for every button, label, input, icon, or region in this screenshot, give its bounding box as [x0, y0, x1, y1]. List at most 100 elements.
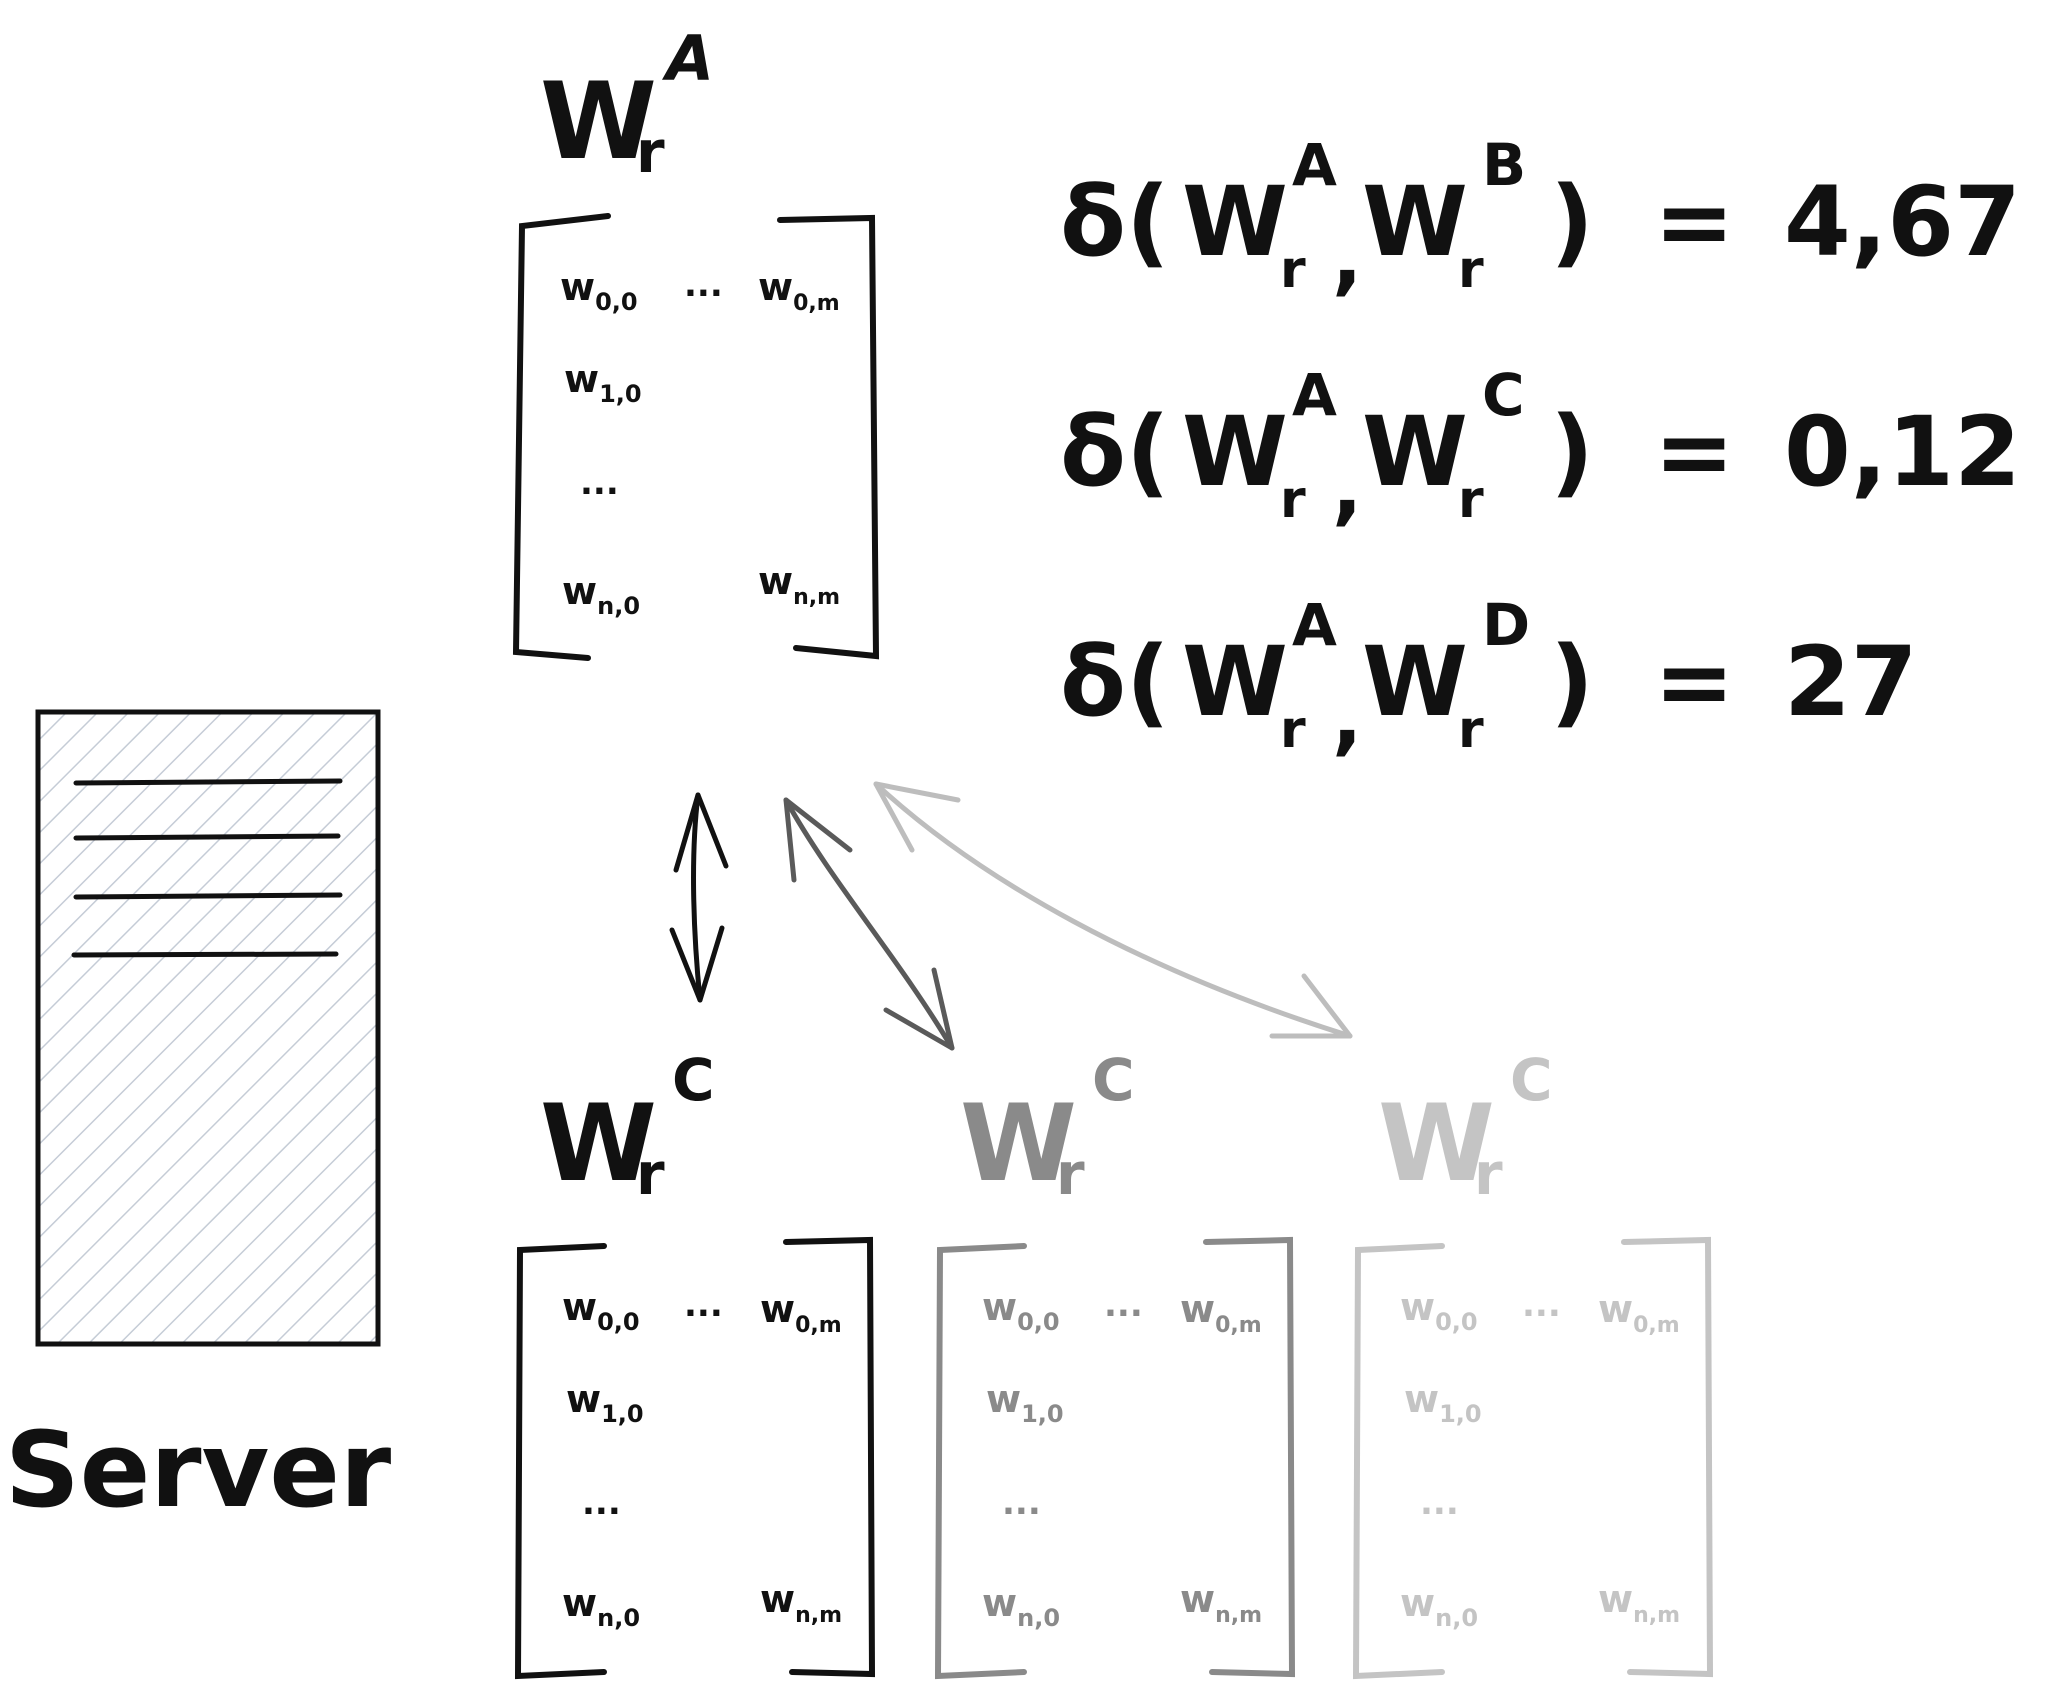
matrix-superscript: C — [672, 1046, 715, 1114]
matrix-symbol: W — [960, 1082, 1077, 1205]
top-matrix-cells: w0,0 ... w0,m w1,0 ... wn,0 wn,m — [560, 265, 840, 620]
matrix-superscript: C — [1510, 1046, 1553, 1114]
bottom-matrix-title: WrC — [960, 1046, 1135, 1208]
double-arrow-icon — [873, 781, 1353, 1039]
w1-subscript: r — [1280, 240, 1306, 300]
w1-symbol: W — [1182, 396, 1288, 508]
cell-dots: ... — [1002, 1483, 1041, 1523]
top-matrix-title: W r A — [540, 22, 714, 186]
matrix-superscript: C — [1092, 1046, 1135, 1114]
matrix-subscript: r — [1056, 1140, 1085, 1208]
double-arrow-icon — [669, 792, 729, 1003]
cell-w-0-0: w0,0 — [560, 265, 638, 316]
cell-dots: ... — [1104, 1285, 1143, 1325]
comma: , — [1332, 211, 1362, 304]
cell-w-n-0: wn,0 — [1400, 1581, 1478, 1632]
cell-w-0-m: w0,m — [760, 1287, 842, 1338]
cell-dots: ... — [1420, 1483, 1459, 1523]
close-paren: ) — [1550, 396, 1594, 508]
server-label: Server — [5, 1409, 391, 1531]
distance-value: 0,12 — [1784, 396, 2021, 508]
cell-w-1-0: w1,0 — [564, 357, 642, 408]
cell-w-0-m: w0,m — [1598, 1287, 1680, 1338]
bottom-matrix-title: WrC — [1378, 1046, 1553, 1208]
server-line-3 — [73, 892, 343, 900]
w2-superscript: D — [1482, 591, 1530, 659]
bottom-matrix-title: WrC — [540, 1046, 715, 1208]
matrix-subscript: r — [1474, 1140, 1503, 1208]
w2-subscript: r — [1458, 700, 1484, 760]
w1-symbol: W — [1182, 166, 1288, 278]
matrix-subscript: r — [636, 1140, 665, 1208]
comma: , — [1332, 441, 1362, 534]
cell-w-0-m: w0,m — [1180, 1287, 1262, 1338]
bottom-matrix-bracket — [514, 1236, 876, 1680]
cell-dots: ... — [582, 1483, 621, 1523]
bottom-matrix-bracket — [1352, 1236, 1714, 1680]
delta-prefix: δ( — [1060, 396, 1170, 508]
cell-w-n-m: wn,m — [1180, 1577, 1262, 1628]
distance-value: 27 — [1784, 626, 1918, 738]
matrix-symbol: W — [540, 60, 657, 183]
server-line-1 — [73, 778, 343, 786]
cell-w-1-0: w1,0 — [566, 1377, 644, 1428]
cell-w-n-0: wn,0 — [562, 1581, 640, 1632]
equals-sign: = — [1654, 626, 1734, 738]
server-box — [35, 709, 381, 1347]
w1-superscript: A — [1292, 361, 1337, 429]
cell-w-0-0: w0,0 — [562, 1285, 640, 1336]
comparison-arrows — [669, 781, 1353, 1051]
w2-subscript: r — [1458, 240, 1484, 300]
distance-value: 4,67 — [1784, 166, 2021, 278]
w1-subscript: r — [1280, 700, 1306, 760]
server: Server — [5, 709, 391, 1531]
matrix-symbol: W — [1378, 1082, 1495, 1205]
cell-dots: ... — [684, 1285, 723, 1325]
equals-sign: = — [1654, 166, 1734, 278]
close-paren: ) — [1550, 166, 1594, 278]
w2-superscript: C — [1482, 361, 1525, 429]
cell-w-0-0: w0,0 — [1400, 1285, 1478, 1336]
distance-row: δ( W r A , W r D ) = 27 — [1060, 591, 1918, 764]
delta-prefix: δ( — [1060, 626, 1170, 738]
w2-superscript: B — [1482, 131, 1526, 199]
distance-row: δ( W r A , W r B ) = 4,67 — [1060, 131, 2021, 304]
cell-w-n-0: wn,0 — [562, 569, 640, 620]
distance-equations: δ( W r A , W r B ) = 4,67 δ( W r A , W r… — [1060, 131, 2021, 764]
w1-superscript: A — [1292, 591, 1337, 659]
w2-symbol: W — [1362, 396, 1468, 508]
w2-symbol: W — [1362, 626, 1468, 738]
top-matrix: W r A w0,0 ... w0,m w1,0 ... wn,0 wn,m — [512, 22, 880, 661]
top-matrix-bracket — [512, 213, 880, 661]
matrix-subscript: r — [636, 118, 665, 186]
equals-sign: = — [1654, 396, 1734, 508]
cell-dots: ... — [1522, 1285, 1561, 1325]
w1-subscript: r — [1280, 470, 1306, 530]
cell-w-n-0: wn,0 — [982, 1581, 1060, 1632]
server-line-2 — [73, 833, 341, 841]
cell-w-0-0: w0,0 — [982, 1285, 1060, 1336]
cell-w-0-m: w0,m — [758, 265, 840, 316]
server-line-4 — [71, 951, 339, 958]
matrix-symbol: W — [540, 1082, 657, 1205]
w1-superscript: A — [1292, 131, 1337, 199]
w2-subscript: r — [1458, 470, 1484, 530]
cell-w-n-m: wn,m — [760, 1577, 842, 1628]
cell-dots: ... — [580, 463, 619, 503]
delta-prefix: δ( — [1060, 166, 1170, 278]
comma: , — [1332, 671, 1362, 764]
distance-row: δ( W r A , W r C ) = 0,12 — [1060, 361, 2021, 534]
cell-w-1-0: w1,0 — [1404, 1377, 1482, 1428]
double-arrow-icon — [783, 797, 955, 1051]
cell-w-n-m: wn,m — [758, 559, 840, 610]
matrix-superscript: A — [661, 22, 714, 95]
w1-symbol: W — [1182, 626, 1288, 738]
close-paren: ) — [1550, 626, 1594, 738]
w2-symbol: W — [1362, 166, 1468, 278]
